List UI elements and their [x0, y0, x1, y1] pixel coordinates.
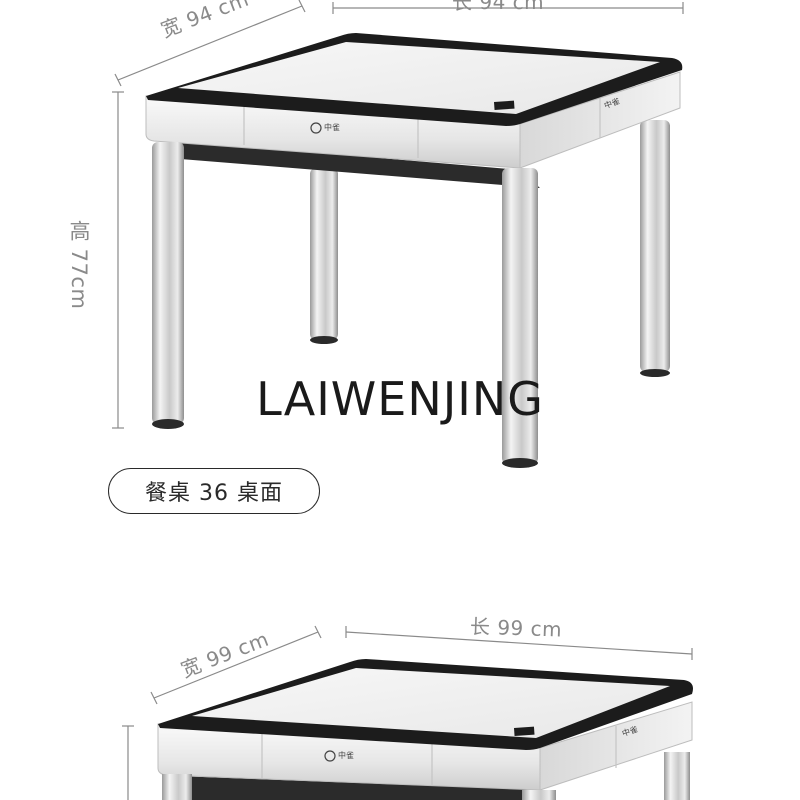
- top-table-back-right-leg: [640, 120, 670, 372]
- variant-pill-label: 餐桌 36 桌面: [108, 468, 320, 514]
- bottom-table-brand-icon: [324, 750, 336, 762]
- bottom-height-dimension-line: [122, 725, 134, 800]
- watermark-text: LAIWENJING: [256, 372, 544, 426]
- bottom-length-label: 长 99 cm: [469, 614, 563, 642]
- top-table-surface: [178, 42, 660, 114]
- top-table-brand-icon: [310, 122, 322, 134]
- top-table-brand-text: 中雀: [324, 123, 340, 132]
- top-width-dimension-line: [114, 0, 306, 87]
- bottom-table-surface: [192, 668, 670, 738]
- bottom-length-dimension-line: [345, 626, 693, 660]
- top-table-front-left-leg: [152, 142, 184, 424]
- bottom-table-brand-text: 中雀: [338, 751, 354, 760]
- bottom-table-front-frame: [157, 723, 541, 791]
- bottom-width-dimension-line: [150, 625, 322, 705]
- top-table-back-left-leg: [310, 168, 338, 340]
- bottom-table: [157, 659, 693, 800]
- top-table-front-right-leg: [502, 168, 538, 464]
- top-height-dimension-line: [112, 91, 124, 429]
- top-length-dimension-line: [332, 2, 684, 14]
- top-length-label: 长 94 cm: [452, 0, 545, 14]
- top-table-front-frame: [145, 95, 521, 169]
- top-table: [145, 33, 683, 468]
- top-height-label: 高 77cm: [67, 220, 91, 310]
